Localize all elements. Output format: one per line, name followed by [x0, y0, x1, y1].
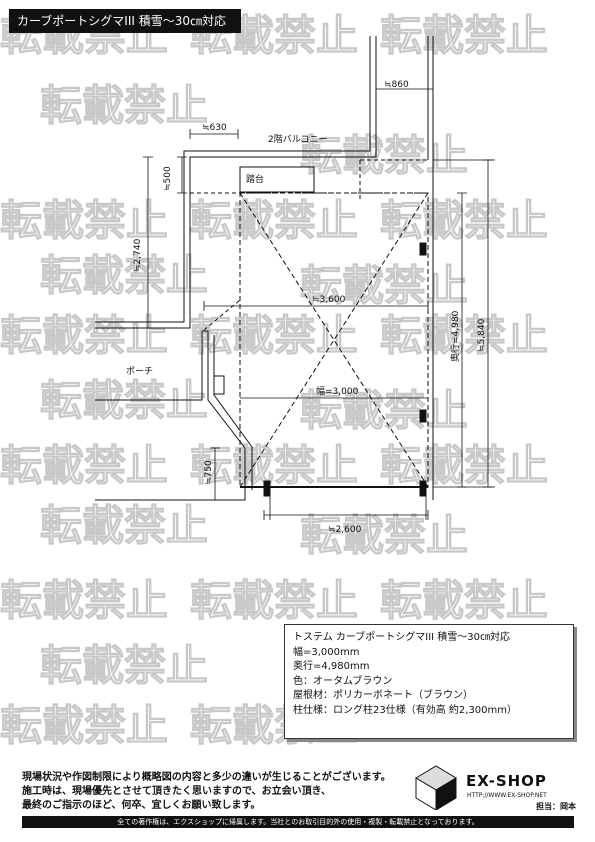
- dim-2600-label: ≒2,600: [328, 525, 362, 535]
- dim-2740: [143, 156, 153, 329]
- note-line: 現場状況や作図制限により概略図の内容と多少の違いが生じることがございます。: [22, 772, 391, 783]
- width-label: 幅=3,000: [316, 385, 359, 397]
- staff-label: 担当：岡本: [536, 802, 576, 811]
- porch-wall: [95, 330, 246, 501]
- dim-750-label: ≒750: [204, 460, 214, 485]
- carport-eave-left: [203, 192, 241, 331]
- spec-box: トステム カーブポートシグマIII 積雪～30㎝対応 幅=3,000mm 奥行=…: [284, 624, 574, 739]
- step-outline: [239, 166, 315, 193]
- copyright-footer: 全ての著作権は、エクスショップに帰属します。当社とのお取引目的外の使用・複製・転…: [22, 816, 574, 828]
- porch-label: ポーチ: [126, 366, 153, 377]
- dim-3600: [203, 301, 429, 311]
- note-line: 施工時は、現場優先とさせて頂きたく思いますので、お立会い頂き、: [22, 786, 331, 797]
- spec-line: 屋根材：ポリカーボネート（ブラウン）: [293, 690, 473, 702]
- carport-diagonal-1: [239, 192, 429, 488]
- depth-label: 奥行=4,980: [449, 310, 461, 362]
- dim-500: [177, 156, 187, 194]
- ex-shop-logo-icon: [415, 765, 457, 810]
- brand-name: EX-SHOP: [466, 772, 547, 790]
- spec-line: 柱仕様：ロング柱23仕様（有効高 約2,300mm）: [293, 704, 518, 716]
- post-front-right: [419, 480, 427, 497]
- spec-line: 色：オータムブラウン: [293, 675, 393, 687]
- dim-3600-label: ≒3,600: [312, 295, 346, 305]
- balcony-wall: [95, 36, 377, 329]
- dim-860: [375, 84, 434, 94]
- dim-750: [210, 447, 220, 501]
- post-back-right: [419, 242, 427, 256]
- post-front-left: [263, 480, 271, 497]
- dim-2740-label: ≒2,740: [133, 238, 143, 272]
- step-label: 踏台: [246, 173, 264, 185]
- dim-500-label: ≒500: [163, 166, 173, 191]
- porch-wall-inner: [213, 335, 253, 490]
- ext-lines: [269, 159, 495, 520]
- page-title: カーブポートシグマIII 積雪～30㎝対応: [9, 9, 241, 33]
- porch-fixture: [213, 375, 225, 395]
- dim-2600: [263, 510, 429, 520]
- spec-line: 奥行=4,980mm: [293, 661, 370, 673]
- note-line: 最終のご指示のほど、何卒、宜しくお願い致します。: [22, 800, 261, 811]
- carport-diagonal-2: [239, 192, 429, 488]
- balcony-label: 2階バルコニー: [268, 134, 328, 145]
- spec-line: 幅=3,000mm: [293, 646, 360, 658]
- balcony-dash: [190, 159, 428, 200]
- balcony-wall-inner: [95, 36, 371, 323]
- dim-860-label: ≒860: [384, 80, 409, 90]
- brand-url: HTTP://WWW.EX-SHOP.NET: [467, 792, 547, 799]
- spec-line: トステム カーブポートシグマIII 積雪～30㎝対応: [293, 632, 511, 643]
- dim-630: [189, 129, 239, 139]
- notes: 現場状況や作図制限により概略図の内容と多少の違いが生じることがございます。 施工…: [22, 771, 391, 813]
- dim-630-label: ≒630: [202, 123, 227, 133]
- dim-5840-label: ≒5,840: [477, 318, 487, 352]
- post-mid-right: [419, 409, 427, 423]
